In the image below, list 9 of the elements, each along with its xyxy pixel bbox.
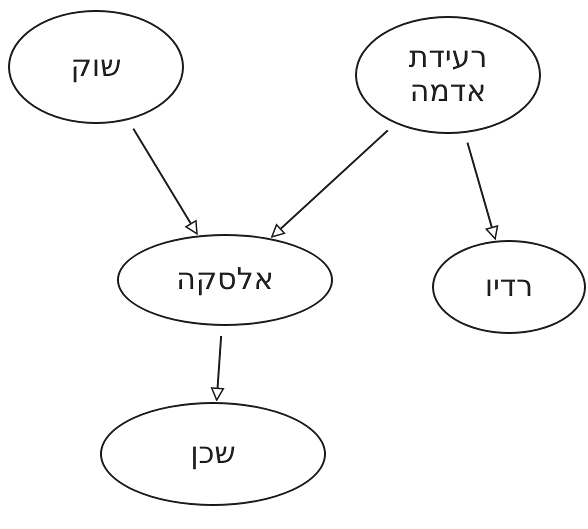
node-label: שכן bbox=[190, 436, 236, 472]
arrow bbox=[132, 128, 198, 234]
arrow bbox=[271, 130, 388, 238]
arrow bbox=[466, 142, 498, 240]
arrow bbox=[210, 336, 224, 401]
node-label: שוק bbox=[70, 50, 122, 84]
node-label: רדיו bbox=[484, 270, 534, 304]
node-label: רעידת אדמה bbox=[408, 40, 488, 110]
node-label: אלסקה bbox=[176, 262, 274, 298]
